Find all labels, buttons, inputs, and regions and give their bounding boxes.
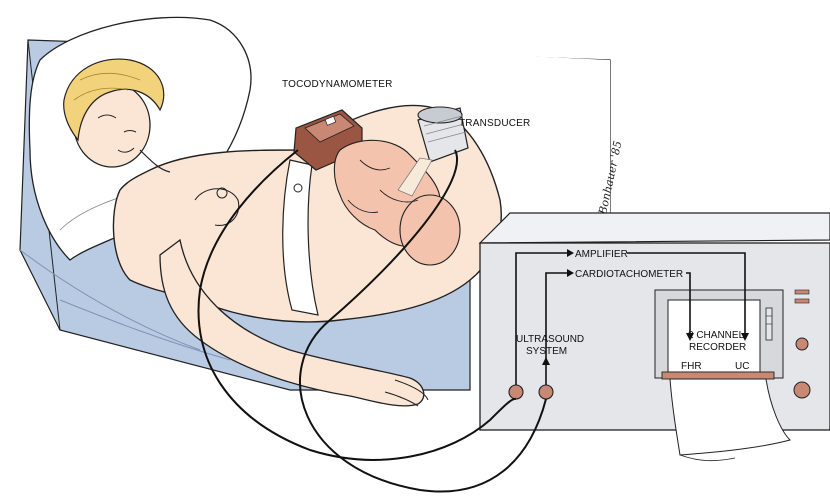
cardiotachometer-label: CARDIOTACHOMETER	[575, 269, 683, 280]
recorder-label-line1: 2 CHANNEL	[688, 330, 745, 341]
ultrasound-label-line1: ULTRASOUND	[516, 334, 584, 345]
monitor-unit	[480, 213, 830, 430]
ultrasound-input-jack[interactable]	[509, 385, 523, 399]
toco-input-jack[interactable]	[539, 385, 553, 399]
tocodynamometer-label: TOCODYNAMOMETER	[282, 79, 393, 90]
amplifier-label: AMPLIFIER	[575, 249, 628, 260]
recorder-label-line2: RECORDER	[689, 342, 746, 353]
uc-label: UC	[735, 361, 749, 372]
fhr-label: FHR	[681, 361, 702, 372]
transducer-label: TRANSDUCER	[459, 118, 530, 129]
ultrasound-label-line2: SYSTEM	[526, 346, 567, 357]
